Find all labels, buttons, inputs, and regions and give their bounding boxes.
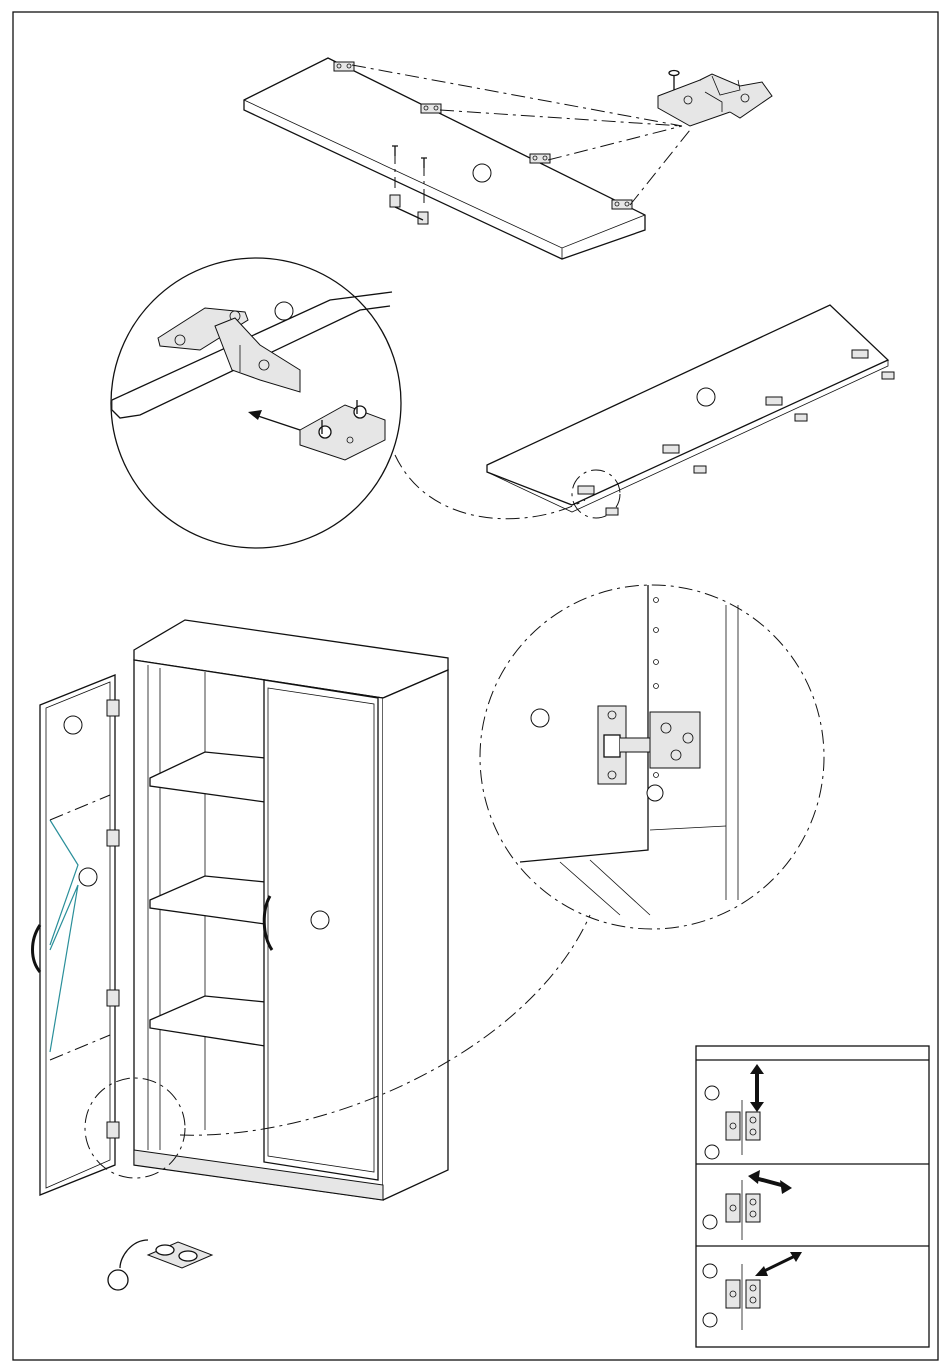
vertical-adjust-row <box>705 1064 764 1159</box>
step-1-door-hinge-mounting <box>244 58 772 259</box>
hinge-arm-icon <box>158 308 300 392</box>
part-callout-circle <box>473 164 491 182</box>
exploded-hinge-icon <box>658 71 772 127</box>
mounting-plate-icon <box>300 400 385 460</box>
part-callout-circle <box>64 716 82 734</box>
part-callout-circle <box>705 1086 719 1100</box>
right-door <box>264 680 378 1180</box>
arrow-head-icon <box>248 410 262 420</box>
part-callout-circle <box>531 709 549 727</box>
slide-arrow <box>255 415 300 430</box>
part-callout-circle <box>647 785 663 801</box>
horizontal-adjust-row <box>703 1170 792 1240</box>
door-handle-icon <box>33 925 41 972</box>
part-callout-circle <box>703 1215 717 1229</box>
part-callout-circle <box>697 388 715 406</box>
step-4-hinge-adjustment <box>696 1046 929 1347</box>
part-callout-circle <box>703 1264 717 1278</box>
adjust-hinge-icon <box>726 1180 760 1240</box>
adjust-hinge-icon <box>726 1264 760 1330</box>
depth-adjust-row <box>703 1252 802 1330</box>
part-callout-circle <box>275 302 293 320</box>
part-callout-circle <box>703 1313 717 1327</box>
cabinet-side <box>383 670 448 1200</box>
hinge-detail-icon <box>598 706 700 784</box>
door-panel-top-view <box>244 58 645 259</box>
part-callout-circle <box>79 868 97 886</box>
left-door <box>40 675 115 1195</box>
door-panel-side-view <box>487 305 888 505</box>
part-callout-circle <box>311 911 329 929</box>
part-callout-circle <box>705 1145 719 1159</box>
hinge-cover-cap-icon <box>108 1240 212 1290</box>
step-2-hinge-clip <box>111 258 894 548</box>
step-3-door-install <box>33 585 825 1290</box>
depth-arrow-icon <box>762 1256 795 1272</box>
